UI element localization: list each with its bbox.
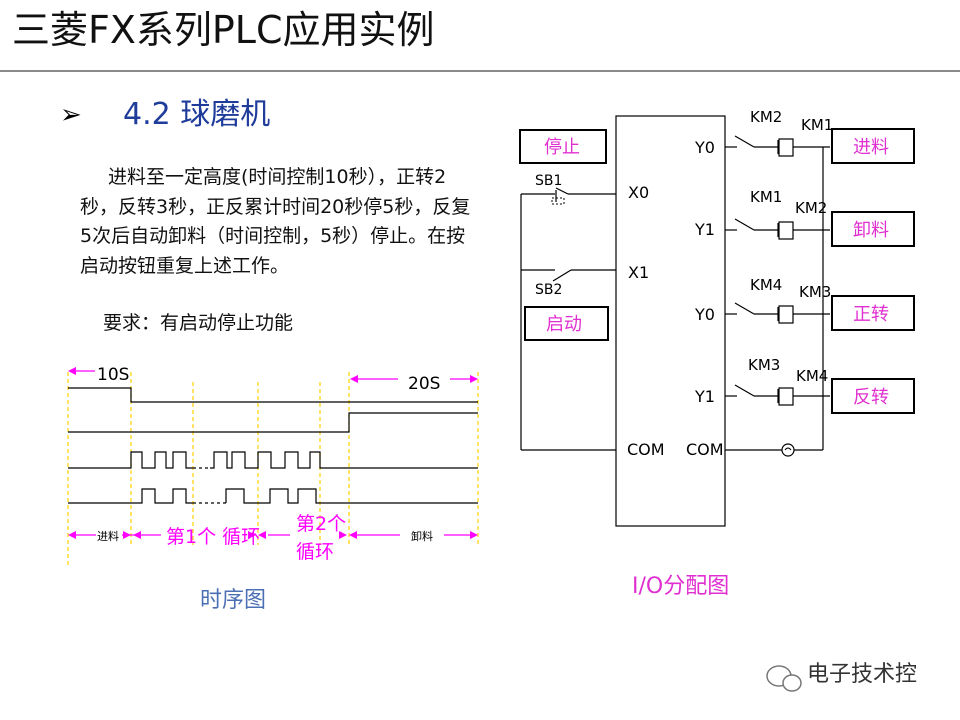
- arrowhead-icon: [470, 375, 478, 383]
- signal-discharge-waveform: [68, 412, 478, 433]
- signal-forward-waveform: [68, 451, 193, 469]
- signal-reverse-waveform: [68, 488, 193, 504]
- load-box-discharge: [831, 211, 915, 247]
- chat-bubble-icon: [766, 665, 802, 692]
- output-rung-3: KM4 KM3: [725, 276, 831, 324]
- arrowhead-icon: [470, 531, 478, 539]
- output-terminal-y1: Y1: [694, 387, 715, 406]
- output-terminal-y0: Y0: [694, 305, 715, 324]
- output-terminal-com: COM: [686, 440, 724, 459]
- stop-button-label: 停止: [544, 137, 580, 158]
- io-diagram: X0 X1 COM Y0 Y1 Y0 Y1 COM SB1 SB2 停止 启动: [519, 108, 915, 527]
- input-terminal-x0: X0: [628, 183, 649, 202]
- arrowhead-icon: [68, 531, 76, 539]
- output-terminal-y0: Y0: [694, 138, 715, 157]
- phase-label-cycle-2: 第2个: [296, 513, 346, 535]
- phase-label-discharge: 卸料: [411, 529, 433, 543]
- arrowhead-icon: [123, 531, 131, 539]
- load-label-reverse: 反转: [853, 387, 889, 408]
- arrowhead-icon: [349, 531, 357, 539]
- label-10s: 10S: [97, 365, 129, 385]
- signal-feed-waveform: [68, 387, 478, 403]
- load-box-feed: [831, 128, 915, 164]
- switch-sb2-label: SB2: [535, 282, 562, 298]
- load-label-discharge: 卸料: [853, 220, 889, 241]
- coil-label: KM4: [796, 367, 828, 385]
- switch-sb1-label: SB1: [535, 173, 562, 189]
- io-diagram-caption: I/O分配图: [632, 574, 730, 599]
- load-label-feed: 进料: [853, 137, 889, 158]
- start-button-box: [524, 306, 609, 341]
- contact-label: KM3: [748, 356, 780, 374]
- arrowhead-icon: [133, 531, 141, 539]
- load-label-forward: 正转: [853, 304, 889, 325]
- input-terminal-com: COM: [627, 440, 665, 459]
- label-20s: 20S: [408, 374, 440, 394]
- coil-icon: [778, 305, 794, 324]
- coil-icon: [778, 138, 794, 157]
- phase-label-cycle-1: 第1个 循环: [166, 526, 260, 548]
- description-text: 进料至一定高度(时间控制10秒），正转2秒，反转3秒，正反累计时间20秒停5秒，…: [80, 163, 480, 281]
- contact-label: KM1: [750, 188, 782, 206]
- coil-icon: [778, 387, 794, 406]
- signal-reverse-waveform: [225, 488, 478, 504]
- stop-button-box: [519, 129, 607, 164]
- section-heading: 4.2 球磨机: [123, 97, 271, 132]
- title-divider: [0, 70, 960, 72]
- timing-diagram: 10S 20S 进料 第1个 循环 第2个: [67, 365, 479, 568]
- input-terminal-x1: X1: [628, 263, 649, 282]
- switch-sb2-contact: [552, 269, 572, 282]
- arrowhead-icon: [68, 367, 76, 375]
- load-box-reverse: [831, 378, 915, 414]
- coil-label: KM3: [799, 283, 831, 301]
- slide-title: 三菱FX系列PLC应用实例: [12, 8, 435, 52]
- arrow-bullet-icon: ➢: [60, 100, 82, 130]
- description-paragraph: 进料至一定高度(时间控制10秒），正转2秒，反转3秒，正反累计时间20秒停5秒，…: [80, 166, 471, 277]
- coil-label: KM2: [795, 199, 827, 217]
- arrowhead-icon: [350, 375, 358, 383]
- switch-sb1-button: [551, 197, 565, 205]
- start-button-label: 启动: [546, 314, 582, 335]
- power-source-icon: [781, 443, 795, 457]
- contact-label: KM2: [750, 108, 782, 126]
- timing-diagram-caption: 时序图: [200, 588, 267, 613]
- arrowhead-icon: [339, 531, 347, 539]
- load-box-forward: [831, 295, 915, 331]
- ac-symbol-icon: [784, 447, 792, 451]
- watermark-text: 电子技术控: [765, 660, 917, 690]
- phase-label-feed: 进料: [97, 529, 119, 543]
- output-rung-4: KM3 KM4: [725, 356, 830, 406]
- signal-forward-waveform: [210, 451, 478, 469]
- switch-sb1-contact: [555, 187, 569, 195]
- coil-label: KM1: [801, 116, 833, 134]
- output-rung-2: KM1 KM2: [725, 188, 830, 240]
- watermark-label: 电子技术控: [807, 662, 918, 687]
- phase-label-cycle-2b: 循环: [296, 541, 334, 563]
- arrowhead-icon: [248, 531, 256, 539]
- requirement-text: 要求：有启动停止功能: [103, 312, 294, 334]
- arrowhead-icon: [258, 531, 266, 539]
- plc-module-box: [615, 115, 726, 527]
- output-terminal-y1: Y1: [694, 220, 715, 239]
- contact-label: KM4: [750, 276, 782, 294]
- coil-icon: [778, 221, 794, 240]
- output-rung-1: KM2 KM1: [725, 108, 833, 157]
